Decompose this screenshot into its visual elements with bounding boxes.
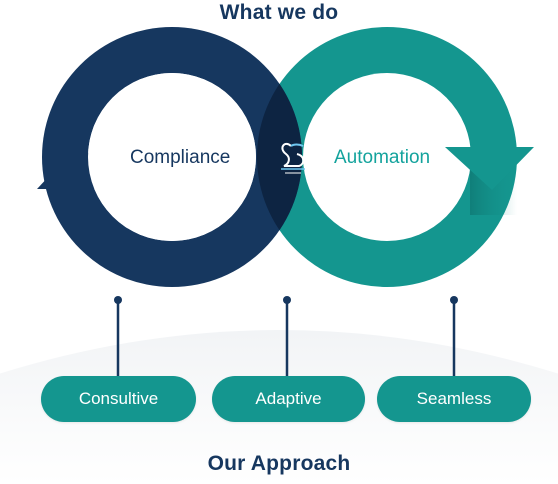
approach-pill-consultive: Consultive: [41, 376, 196, 422]
swan-logo-icon: [281, 142, 305, 174]
arrow-down-icon: [445, 147, 534, 190]
approach-pill-adaptive: Adaptive: [212, 376, 365, 422]
automation-label: Automation: [334, 147, 431, 168]
approach-pill-seamless: Seamless: [377, 376, 531, 422]
section-title: Our Approach: [207, 452, 351, 475]
compliance-label: Compliance: [130, 147, 231, 168]
page-title: What we do: [219, 1, 339, 24]
connectors: [114, 296, 458, 376]
automation-loop: [257, 27, 534, 287]
